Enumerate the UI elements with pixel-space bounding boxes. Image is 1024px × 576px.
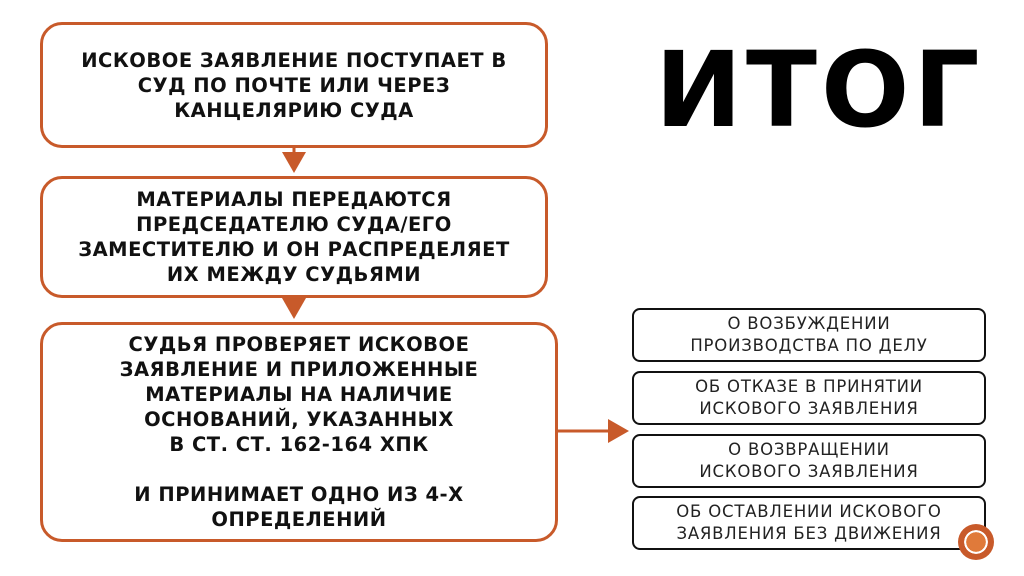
option-box-refusal: ОБ ОТКАЗЕ В ПРИНЯТИИ ИСКОВОГО ЗАЯВЛЕНИЯ <box>632 371 986 425</box>
corner-logo-icon <box>958 524 994 560</box>
step-box-1: ИСКОВОЕ ЗАЯВЛЕНИЕ ПОСТУПАЕТ В СУД ПО ПОЧ… <box>40 22 548 148</box>
option-box-initiation: О ВОЗБУЖДЕНИИ ПРОИЗВОДСТВА ПО ДЕЛУ <box>632 308 986 362</box>
step-box-3: СУДЬЯ ПРОВЕРЯЕТ ИСКОВОЕ ЗАЯВЛЕНИЕ И ПРИЛ… <box>40 322 558 542</box>
summary-title: ИТОГ <box>655 29 984 151</box>
option-box-return: О ВОЗВРАЩЕНИИ ИСКОВОГО ЗАЯВЛЕНИЯ <box>632 434 986 488</box>
step-box-2: МАТЕРИАЛЫ ПЕРЕДАЮТСЯ ПРЕДСЕДАТЕЛЮ СУДА/Е… <box>40 176 548 298</box>
option-box-without-motion: ОБ ОСТАВЛЕНИИ ИСКОВОГО ЗАЯВЛЕНИЯ БЕЗ ДВИ… <box>632 496 986 550</box>
